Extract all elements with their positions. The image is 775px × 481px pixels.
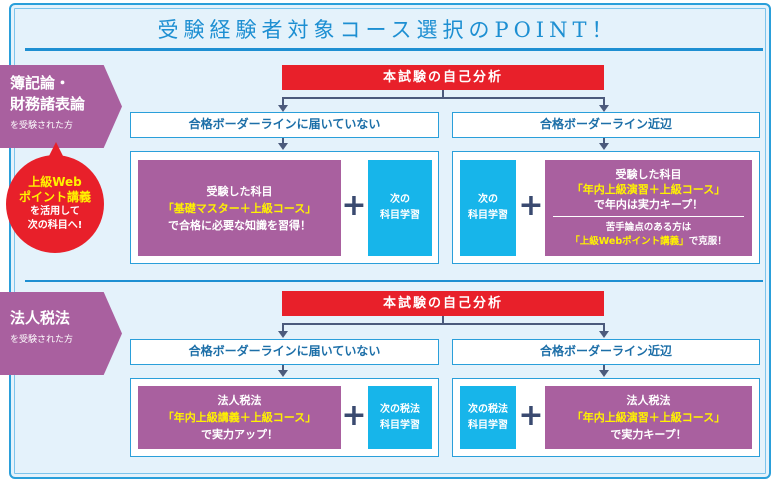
- text-line: で実力キープ！: [610, 428, 687, 441]
- section-divider: [25, 280, 763, 282]
- page-title: 受験経験者対象コース選択のPOINT！: [157, 18, 618, 42]
- text-line: 苦手論点のある方は: [605, 222, 692, 233]
- next-subject-box: 次の 科目学習: [460, 160, 516, 256]
- course-name: 「年内上級演習＋上級コース」: [571, 183, 726, 196]
- text-line: で実力アップ！: [201, 428, 278, 441]
- tag-subtitle: を受験された方: [10, 335, 74, 345]
- text-line: 法人税法: [626, 394, 671, 407]
- plus-icon: +: [341, 188, 367, 223]
- callout-line: ポイント講義: [18, 190, 91, 204]
- below-border-header: 合格ボーダーラインに届いていない: [130, 112, 439, 138]
- connector: [282, 323, 284, 331]
- arrow-down-icon: [599, 105, 609, 112]
- text-line: 科目学習: [380, 210, 420, 221]
- tag-title: 簿記論・: [10, 74, 71, 92]
- plus-icon: +: [518, 188, 544, 223]
- course-recommendation: 受験した科目 「年内上級演習＋上級コース」 で年内は実力キープ！ 苦手論点のある…: [545, 160, 752, 256]
- connector: [603, 365, 605, 370]
- arrow-down-icon: [599, 370, 609, 377]
- text-line: 次の: [478, 194, 498, 205]
- arrow-down-icon: [278, 370, 288, 377]
- callout-line: 次の科目へ!: [27, 220, 83, 231]
- web-lecture-callout: 上級Web ポイント講義 を活用して 次の科目へ!: [6, 155, 104, 253]
- course-name: 「基礎マスター＋上級コース」: [162, 201, 317, 215]
- arrow-down-icon: [599, 331, 609, 338]
- text-line: 科目学習: [468, 210, 508, 221]
- subject-tag-boki: 簿記論・ 財務諸表論 を受験された方: [0, 65, 122, 148]
- text-line: で年内は実力キープ！: [593, 198, 704, 211]
- text-line: で克服！: [688, 236, 727, 247]
- connector: [603, 323, 605, 331]
- course-name: 「上級Webポイント講義」: [570, 236, 689, 247]
- near-border-header: 合格ボーダーライン近辺: [452, 339, 760, 365]
- text-line: 法人税法: [217, 394, 262, 407]
- connector: [442, 90, 444, 98]
- connector: [282, 97, 605, 99]
- self-analysis-bar: 本試験の自己分析: [282, 291, 604, 316]
- text-line: 次の税法: [468, 403, 508, 415]
- title-underline: [25, 48, 763, 51]
- next-subject-box: 次の税法 科目学習: [368, 386, 432, 449]
- connector: [282, 323, 605, 325]
- course-recommendation: 法人税法 「年内上級演習＋上級コース」 で実力キープ！: [545, 386, 752, 449]
- plus-icon: +: [341, 398, 367, 433]
- arrow-down-icon: [599, 143, 609, 150]
- text-line: 次の: [390, 194, 410, 205]
- next-subject-box: 次の税法 科目学習: [460, 386, 516, 449]
- text-line: 受験した科目: [206, 184, 273, 198]
- divider: [553, 216, 744, 217]
- near-border-header: 合格ボーダーライン近辺: [452, 112, 760, 138]
- course-name: 「年内上級演習＋上級コース」: [571, 411, 726, 424]
- course-recommendation: 法人税法 「年内上級講義＋上級コース」 で実力アップ！: [138, 386, 341, 449]
- text-line: で合格に必要な知識を習得！: [168, 218, 311, 232]
- self-analysis-bar: 本試験の自己分析: [282, 65, 604, 90]
- callout-line: を活用して: [30, 206, 80, 217]
- arrow-down-icon: [278, 331, 288, 338]
- plus-icon: +: [518, 398, 544, 433]
- tag-title: 法人税法: [10, 309, 71, 327]
- text-line: 次の税法: [380, 403, 420, 415]
- connector: [442, 316, 444, 324]
- text-line: 受験した科目: [615, 168, 682, 181]
- arrow-down-icon: [278, 105, 288, 112]
- tag-subtitle: を受験された方: [10, 121, 74, 131]
- connector: [282, 97, 284, 105]
- course-name: 「年内上級講義＋上級コース」: [162, 411, 317, 424]
- connector: [282, 138, 284, 143]
- callout-pointer: [48, 142, 64, 158]
- connector: [603, 138, 605, 143]
- subject-tag-hojinzei: 法人税法 を受験された方: [0, 292, 122, 375]
- connector: [282, 365, 284, 370]
- text-line: 科目学習: [380, 419, 420, 431]
- next-subject-box: 次の 科目学習: [368, 160, 432, 256]
- below-border-header: 合格ボーダーラインに届いていない: [130, 339, 439, 365]
- text-line: 科目学習: [468, 419, 508, 431]
- arrow-down-icon: [278, 143, 288, 150]
- tag-title: 財務諸表論: [10, 95, 86, 113]
- course-recommendation: 受験した科目 「基礎マスター＋上級コース」 で合格に必要な知識を習得！: [138, 160, 341, 256]
- callout-line: 上級Web: [28, 175, 82, 189]
- connector: [603, 97, 605, 105]
